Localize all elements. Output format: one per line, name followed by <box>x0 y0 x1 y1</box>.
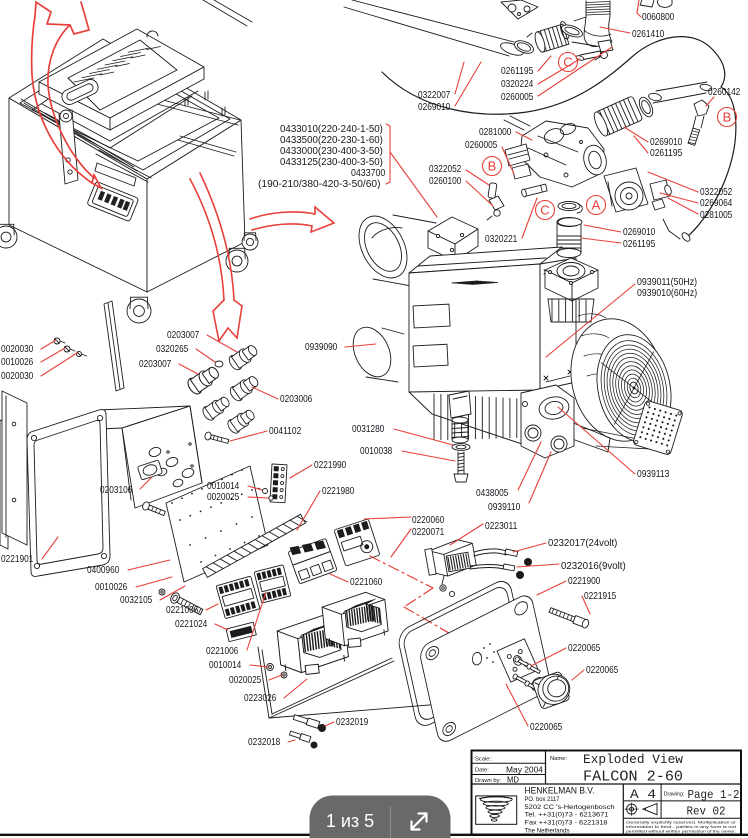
svg-text:0220065: 0220065 <box>530 721 562 733</box>
svg-text:0260005: 0260005 <box>465 139 497 151</box>
svg-text:0020025: 0020025 <box>207 491 239 503</box>
svg-text:C: C <box>540 203 549 218</box>
svg-text:0010014: 0010014 <box>207 480 239 492</box>
svg-text:Date:: Date: <box>475 768 489 774</box>
svg-text:0400960: 0400960 <box>87 564 119 576</box>
svg-text:0281005: 0281005 <box>700 209 732 221</box>
svg-text:(190-210/380-420-3-50/60): (190-210/380-420-3-50/60) <box>258 179 381 190</box>
svg-text:0010014: 0010014 <box>209 659 241 671</box>
svg-text:0020030: 0020030 <box>1 343 33 355</box>
svg-text:B: B <box>723 110 732 125</box>
svg-text:PO. box 2117: PO. box 2117 <box>525 796 561 803</box>
svg-text:0438005: 0438005 <box>476 487 508 499</box>
svg-text:0232019: 0232019 <box>336 716 368 728</box>
svg-text:0232016(9volt): 0232016(9volt) <box>561 560 626 572</box>
svg-text:Name:: Name: <box>550 756 567 762</box>
svg-text:0433000(230-400-3-50): 0433000(230-400-3-50) <box>280 146 383 157</box>
svg-text:0320221: 0320221 <box>485 233 517 245</box>
svg-text:0032105: 0032105 <box>120 594 152 606</box>
svg-text:0939010(60Hz): 0939010(60Hz) <box>637 287 697 299</box>
svg-text:0220065: 0220065 <box>586 664 618 676</box>
svg-text:0220071: 0220071 <box>412 526 444 538</box>
svg-text:0221006: 0221006 <box>206 645 238 657</box>
svg-text:0203007: 0203007 <box>167 329 199 341</box>
svg-text:0020030: 0020030 <box>1 370 33 382</box>
svg-text:0433125(230-400-3-50): 0433125(230-400-3-50) <box>280 157 383 168</box>
svg-text:0220060: 0220060 <box>412 514 444 526</box>
svg-text:0221980: 0221980 <box>322 485 354 497</box>
svg-text:0031280: 0031280 <box>352 423 384 435</box>
svg-text:0322052: 0322052 <box>700 186 732 198</box>
svg-text:The Netherlands: The Netherlands <box>525 828 570 835</box>
svg-text:0269064: 0269064 <box>700 197 732 209</box>
svg-text:0260005: 0260005 <box>501 91 533 103</box>
svg-text:Fax ++31(0)73 - 6221318: Fax ++31(0)73 - 6221318 <box>525 820 609 827</box>
svg-text:0010026: 0010026 <box>1 356 33 368</box>
svg-text:0221901: 0221901 <box>1 553 33 565</box>
svg-text:0221900: 0221900 <box>568 575 600 587</box>
svg-text:0322007: 0322007 <box>418 89 450 101</box>
svg-text:0203007: 0203007 <box>139 358 171 370</box>
svg-text:Rev 02: Rev 02 <box>687 805 726 819</box>
svg-text:0939011(50Hz): 0939011(50Hz) <box>637 276 697 288</box>
svg-text:0320224: 0320224 <box>501 78 533 90</box>
svg-text:0232017(24volt): 0232017(24volt) <box>548 537 617 549</box>
svg-text:0221990: 0221990 <box>314 459 346 471</box>
svg-text:Drawing:: Drawing: <box>664 792 684 798</box>
svg-text:0269010: 0269010 <box>418 101 450 113</box>
svg-text:0260100: 0260100 <box>429 175 461 187</box>
svg-text:0269010: 0269010 <box>650 136 682 148</box>
svg-text:0203106: 0203106 <box>100 484 132 496</box>
svg-text:Generally explicitly reserved.: Generally explicitly reserved. Multiplic… <box>626 821 737 825</box>
svg-text:0223011: 0223011 <box>485 520 517 532</box>
svg-text:0433700: 0433700 <box>351 168 386 179</box>
svg-text:0281000: 0281000 <box>479 126 511 138</box>
svg-text:0060800: 0060800 <box>642 11 674 23</box>
svg-text:0261195: 0261195 <box>501 65 533 77</box>
svg-text:Scale:: Scale: <box>475 757 492 763</box>
svg-text:permitted without written perm: permitted without written permission of … <box>626 830 736 834</box>
svg-text:0221915: 0221915 <box>584 590 616 602</box>
svg-text:0261195: 0261195 <box>650 147 682 159</box>
svg-text:C: C <box>563 55 572 70</box>
svg-text:0939113: 0939113 <box>637 468 669 480</box>
svg-text:0261410: 0261410 <box>632 28 664 40</box>
svg-text:0433500(220-230-1-60): 0433500(220-230-1-60) <box>280 135 383 146</box>
svg-text:A: A <box>592 198 601 213</box>
svg-text:0020025: 0020025 <box>229 674 261 686</box>
svg-text:0041102: 0041102 <box>269 425 301 437</box>
svg-text:FALCON 2-60: FALCON 2-60 <box>583 770 683 786</box>
svg-text:0232018: 0232018 <box>248 736 280 748</box>
svg-text:0010026: 0010026 <box>95 581 127 593</box>
svg-text:5202 CC 's-Hertogenbosch: 5202 CC 's-Hertogenbosch <box>525 804 616 811</box>
svg-text:0223026: 0223026 <box>244 692 276 704</box>
svg-text:0433010(220-240-1-50): 0433010(220-240-1-50) <box>280 124 383 135</box>
svg-text:0261195: 0261195 <box>623 238 655 250</box>
svg-text:0939090: 0939090 <box>305 341 337 353</box>
svg-text:Exploded View: Exploded View <box>583 753 683 767</box>
svg-text:0010038: 0010038 <box>360 445 392 457</box>
svg-text:May 2004: May 2004 <box>506 765 543 775</box>
svg-text:0260142: 0260142 <box>708 86 740 98</box>
svg-text:0203006: 0203006 <box>280 393 312 405</box>
svg-text:Page 1-2: Page 1-2 <box>688 788 740 802</box>
svg-text:0221060: 0221060 <box>350 576 382 588</box>
svg-text:0322052: 0322052 <box>429 163 461 175</box>
svg-text:A 4: A 4 <box>630 788 656 802</box>
svg-text:0220065: 0220065 <box>568 642 600 654</box>
svg-text:Drawn by:: Drawn by: <box>475 778 501 784</box>
svg-text:0221024: 0221024 <box>175 618 207 630</box>
svg-text:B: B <box>488 159 497 174</box>
svg-text:MD: MD <box>507 775 519 785</box>
svg-text:1 из 5: 1 из 5 <box>326 811 374 831</box>
svg-text:Tel. ++31(0)73 - 6213671: Tel. ++31(0)73 - 6213671 <box>525 812 610 819</box>
svg-text:information to third - parties: information to third - parties in any fo… <box>626 825 737 829</box>
svg-text:0939110: 0939110 <box>488 501 520 513</box>
svg-text:HENKELMAN B.V.: HENKELMAN B.V. <box>525 786 595 797</box>
svg-text:0221006: 0221006 <box>166 604 198 616</box>
svg-text:0320265: 0320265 <box>156 343 188 355</box>
svg-text:0269010: 0269010 <box>623 226 655 238</box>
